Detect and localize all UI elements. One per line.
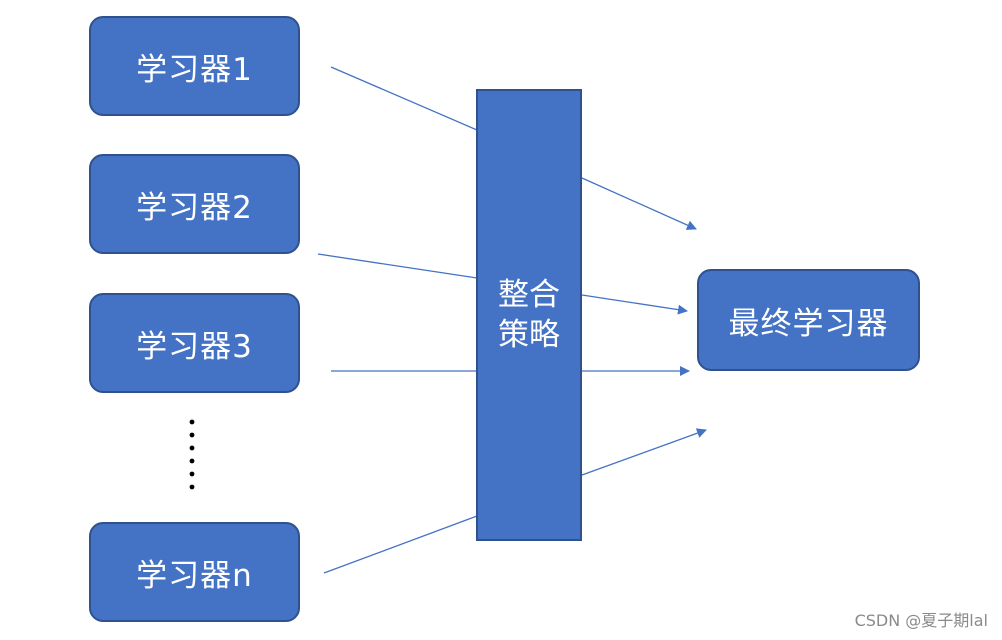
strategy-label-line-2: 策略 <box>498 317 560 353</box>
final-learner-label: 最终学习器 <box>728 305 889 342</box>
integration-strategy-box: 整合 策略 <box>476 89 582 541</box>
arrow-strategy-to-final-4 <box>581 428 707 476</box>
learner-1-box: 学习器1 <box>89 16 300 116</box>
arrow-strategy-to-final-2 <box>581 294 688 315</box>
learner-n-box: 学习器n <box>89 522 300 622</box>
watermark: CSDN @夏子期lal <box>854 611 988 630</box>
final-learner-box: 最终学习器 <box>697 269 920 371</box>
connector-learner-2-to-strategy <box>317 253 478 279</box>
arrow-strategy-to-final-1 <box>581 177 697 230</box>
learner-n-label: 学习器n <box>136 557 253 594</box>
learner-2-box: 学习器2 <box>89 154 300 254</box>
strategy-label-line-1: 整合 <box>498 277 560 313</box>
vertical-ellipsis-icon: ⋮ <box>189 419 195 490</box>
connector-learner-n-to-strategy <box>323 515 478 574</box>
learner-3-label: 学习器3 <box>136 328 253 365</box>
learner-3-box: 学习器3 <box>89 293 300 393</box>
learner-1-label: 学习器1 <box>136 51 253 88</box>
learner-2-label: 学习器2 <box>136 189 253 226</box>
connector-learner-1-to-strategy <box>330 66 478 131</box>
